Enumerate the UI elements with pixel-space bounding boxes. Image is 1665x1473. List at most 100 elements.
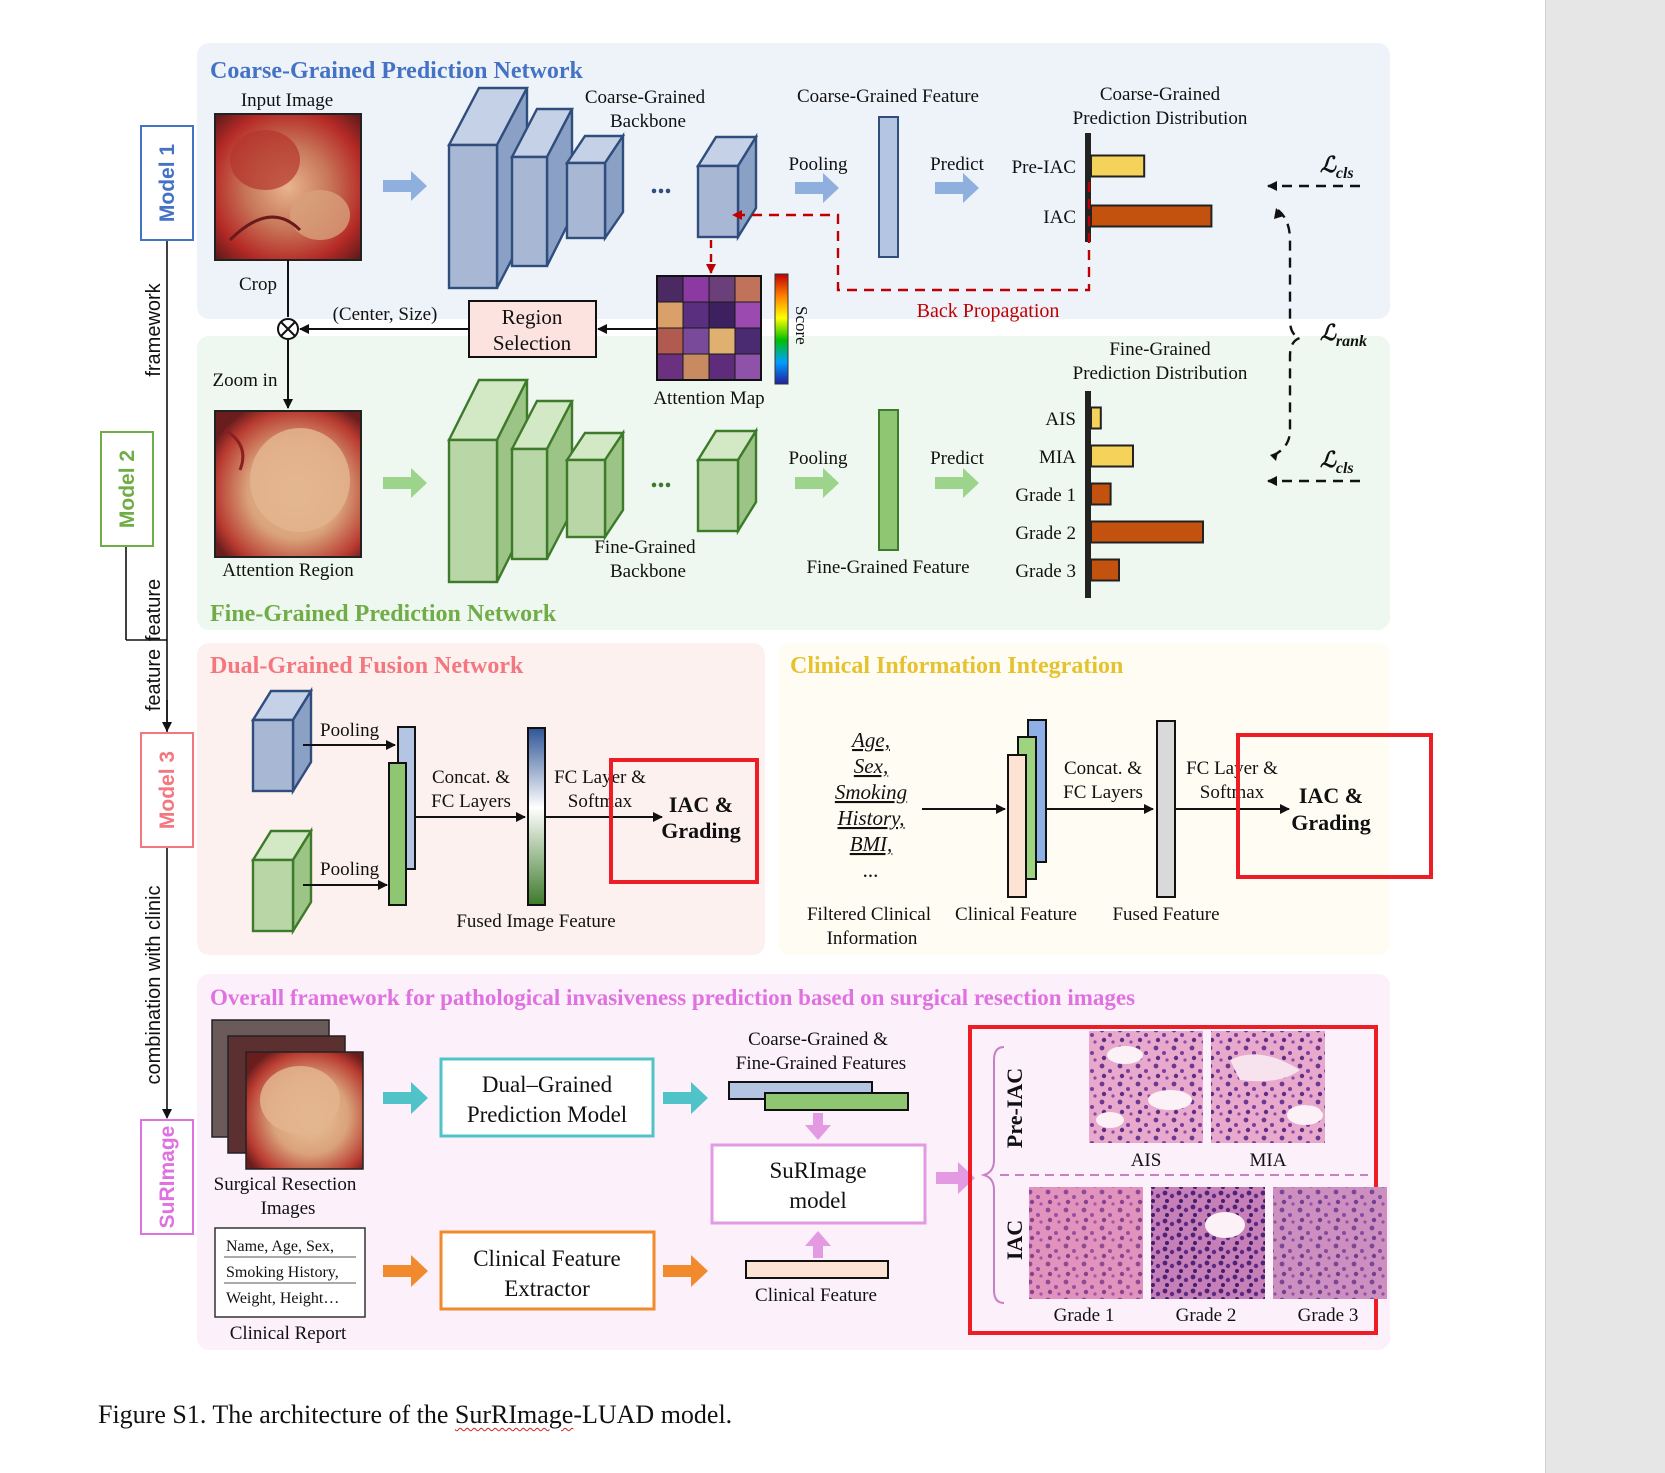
coarse-dist-label-1: Coarse-Grained	[1100, 84, 1221, 105]
fine-dist-bar-label: MIA	[1039, 447, 1076, 468]
model2-box	[100, 431, 154, 547]
fusion-concat-label-2: FC Layers	[431, 791, 511, 812]
coarse-pooling-arrow	[795, 173, 839, 203]
clinical-fused-feature-label: Fused Feature	[1112, 904, 1219, 925]
fine-dist-bar	[1090, 558, 1120, 582]
fine-dist-bar-label: AIS	[1045, 409, 1076, 430]
attention-map	[656, 275, 762, 381]
surgical-images-stack	[211, 1019, 364, 1170]
clinical-report	[214, 1227, 366, 1318]
coarse-pooling-label: Pooling	[788, 154, 848, 175]
fine-dist-label-2: Prediction Distribution	[1073, 363, 1248, 384]
surimage-box	[140, 1119, 194, 1235]
clinical-item: Sex,	[854, 754, 888, 778]
clinical-output-label-1: IAC &	[1299, 783, 1363, 808]
input-image-label: Input Image	[241, 90, 333, 111]
fine-dist-bar	[1090, 444, 1134, 468]
fusion-pooling-top: Pooling	[320, 720, 380, 741]
coarse-dist-bar	[1090, 154, 1146, 178]
fine-backbone	[447, 378, 759, 584]
model3-label: Model 3	[156, 751, 179, 829]
clinical-feature-bar-peach	[1007, 754, 1027, 898]
region-selection-label-1: Region	[502, 305, 563, 329]
fine-predict-arrow	[935, 468, 979, 498]
attention-cell	[682, 353, 710, 381]
filtered-clinical-label-1: Filtered Clinical	[807, 904, 931, 925]
score-label: Score	[792, 306, 811, 345]
fusion-output-label-1: IAC &	[669, 792, 733, 817]
coarse-feature-bar	[878, 116, 899, 258]
clinical-item: Age,	[850, 728, 890, 752]
fusion-output-label-2: Grading	[661, 818, 740, 843]
fine-dist-bar	[1090, 520, 1204, 544]
caption-suffix: -LUAD model.	[573, 1400, 733, 1429]
attention-cell	[656, 353, 684, 381]
output-brace	[980, 1046, 1005, 1304]
surimage-model-box	[710, 1143, 927, 1225]
clinical-title: Clinical Information Integration	[790, 653, 1123, 679]
attention-cell	[734, 353, 762, 381]
extractor-label-1: Clinical Feature	[473, 1246, 621, 1271]
clinical-feature-strip	[745, 1260, 889, 1279]
fine-dist-bar-label: Grade 3	[1015, 561, 1076, 582]
attention-cell	[708, 301, 736, 329]
fusion-pooling-bottom: Pooling	[320, 859, 380, 880]
surimage-label: SuRImage	[156, 1126, 179, 1229]
crop-label: Crop	[239, 274, 277, 295]
back-propagation-path	[732, 182, 1091, 292]
right-gutter	[1545, 0, 1665, 1473]
mia-label: MIA	[1250, 1150, 1287, 1171]
grade2-label: Grade 2	[1176, 1305, 1237, 1326]
fusion-coarse-cube	[250, 686, 314, 796]
fine-input-arrow	[383, 468, 427, 498]
coarse-ellipsis: ...	[651, 169, 672, 200]
fine-dist-bar	[1090, 482, 1112, 506]
fine-dist-bar-label: Grade 2	[1015, 523, 1076, 544]
combination-label: combination with clinic	[143, 886, 165, 1085]
fine-predict-label: Predict	[930, 448, 985, 469]
model1-label: Model 1	[156, 144, 179, 222]
fusion-panel-bg	[197, 643, 765, 955]
coarse-feature-label: Coarse-Grained Feature	[797, 86, 979, 107]
dual-grained-label-1: Dual–Grained	[482, 1072, 613, 1097]
fusion-fc-label-1: FC Layer &	[554, 767, 646, 788]
clinical-fc-label-2: Softmax	[1200, 782, 1265, 803]
report-arrow	[383, 1255, 428, 1287]
rank-loss-bracket	[1271, 209, 1305, 458]
clinical-items: Age,Sex,SmokingHistory,BMI,...	[835, 728, 907, 882]
figure-caption: Figure S1. The architecture of the SurRI…	[98, 1400, 732, 1430]
fine-pooling-label: Pooling	[788, 448, 848, 469]
svg-text:ℒcls: ℒcls	[1320, 447, 1354, 477]
region-selection-box	[468, 300, 597, 358]
fine-pooling-arrow	[795, 468, 839, 498]
coarse-predict-label: Predict	[930, 154, 985, 175]
clinical-output-label-2: Grading	[1291, 810, 1370, 835]
fine-backbone-label-1: Fine-Grained	[594, 537, 696, 558]
grade1-slide	[1029, 1187, 1143, 1299]
clinical-report-label: Clinical Report	[230, 1323, 347, 1344]
rank-arrow-head-bottom	[1270, 452, 1278, 461]
attention-cell	[708, 353, 736, 381]
fine-cls-loss: ℒcls	[1320, 447, 1354, 477]
rank-arrow-head-top	[1274, 208, 1284, 219]
attention-cell	[708, 275, 736, 303]
dual-grained-label-2: Prediction Model	[467, 1102, 627, 1127]
model3-box	[140, 732, 194, 848]
caption-prefix: Figure S1. The architecture of the	[98, 1400, 455, 1429]
clinical-to-model-arrow	[805, 1231, 831, 1258]
ais-slide	[1089, 1031, 1203, 1143]
fine-feature-bar	[878, 409, 899, 551]
clinical-item: History,	[836, 806, 904, 830]
extractor-to-feature-arrow	[663, 1255, 708, 1287]
coarse-input-arrow	[383, 171, 427, 201]
report-line-3: Weight, Height…	[226, 1290, 339, 1307]
clinical-output-highlight	[1236, 733, 1433, 879]
coarse-backbone-label-2: Backbone	[610, 111, 686, 132]
coarse-dist-bar-label: Pre-IAC	[1012, 157, 1076, 178]
overall-image-arrow	[383, 1082, 428, 1114]
clinical-item: BMI,	[850, 832, 893, 856]
fine-dist-bar-label: Grade 1	[1015, 485, 1076, 506]
overall-title: Overall framework for pathological invas…	[210, 985, 1135, 1010]
grade1-label: Grade 1	[1054, 1305, 1115, 1326]
